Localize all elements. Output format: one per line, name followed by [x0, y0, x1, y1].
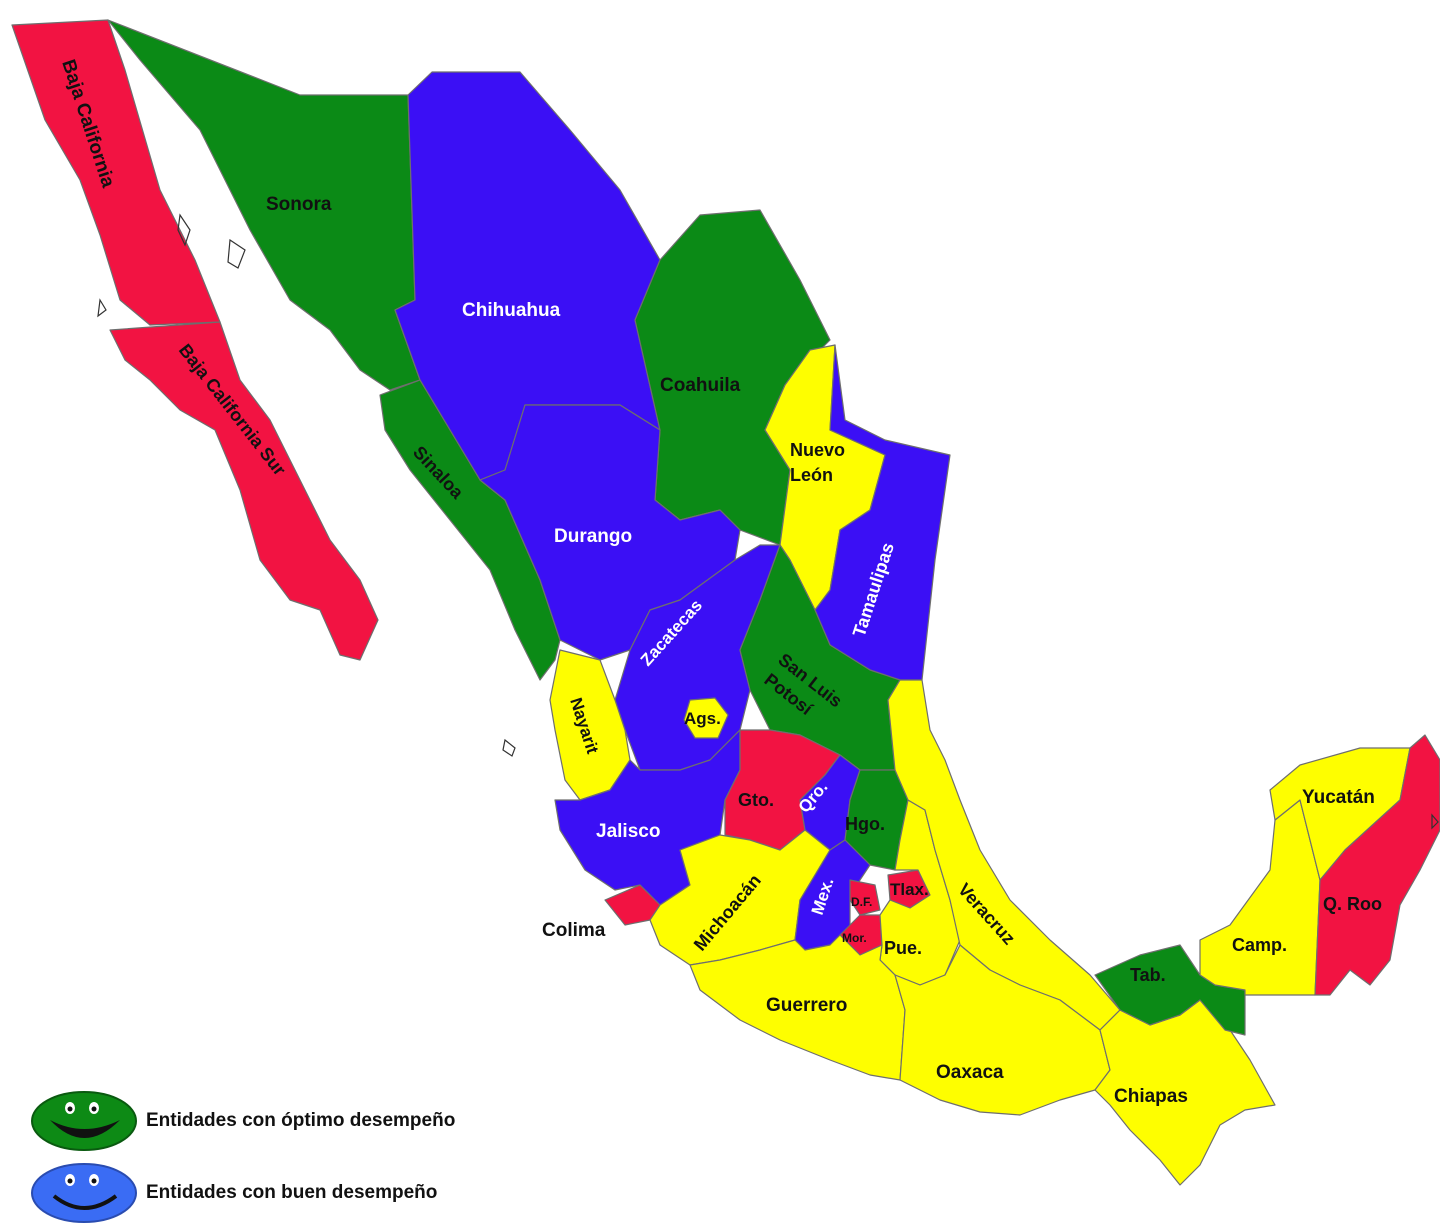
label-jalisco: Jalisco [596, 821, 660, 842]
smiley-face-icon [31, 1163, 137, 1223]
label-df: D.F. [851, 895, 872, 909]
smiley-face-icon [31, 1091, 137, 1151]
state-df[interactable] [849, 879, 881, 916]
state-guerrero[interactable] [689, 934, 906, 1081]
label-colima: Colima [542, 920, 606, 941]
state-durango[interactable] [479, 404, 741, 661]
legend-item-optimo: Entidades con óptimo desempeño [30, 1090, 455, 1152]
legend-label-bueno: Entidades con buen desempeño [146, 1182, 438, 1203]
label-chiapas: Chiapas [1114, 1086, 1188, 1107]
label-ags: Ags. [684, 709, 721, 728]
island [502, 738, 516, 757]
state-quintana-roo[interactable] [1314, 734, 1440, 996]
island [1431, 813, 1439, 830]
label-oaxaca: Oaxaca [936, 1062, 1004, 1083]
island [227, 238, 246, 269]
label-pue: Pue. [884, 938, 922, 958]
state-baja-california[interactable] [11, 19, 221, 326]
label-durango: Durango [554, 526, 632, 547]
label-nuevo-leon-2: León [790, 465, 833, 485]
label-mor: Mor. [842, 931, 867, 945]
label-sonora: Sonora [266, 194, 332, 215]
label-qroo: Q. Roo [1323, 894, 1382, 914]
label-hgo: Hgo. [845, 814, 885, 834]
legend-item-bueno: Entidades con buen desempeño [30, 1162, 437, 1224]
label-chihuahua: Chihuahua [462, 300, 561, 321]
label-coahuila: Coahuila [660, 375, 741, 396]
label-tlax: Tlax. [890, 880, 929, 899]
island [177, 213, 191, 247]
state-sinaloa[interactable] [379, 379, 561, 681]
state-tabasco[interactable] [1094, 944, 1246, 1036]
legend-label-optimo: Entidades con óptimo desempeño [146, 1110, 456, 1131]
label-camp: Camp. [1232, 935, 1287, 955]
label-nuevo-leon-1: Nuevo [790, 440, 845, 460]
label-guerrero: Guerrero [766, 995, 847, 1016]
state-aguascalientes[interactable] [683, 697, 729, 739]
label-gto: Gto. [738, 790, 774, 810]
label-yucatan: Yucatán [1302, 787, 1375, 808]
state-campeche[interactable] [1199, 799, 1321, 996]
state-baja-california-sur[interactable] [109, 321, 379, 661]
label-tab: Tab. [1130, 965, 1166, 985]
island [97, 298, 107, 318]
